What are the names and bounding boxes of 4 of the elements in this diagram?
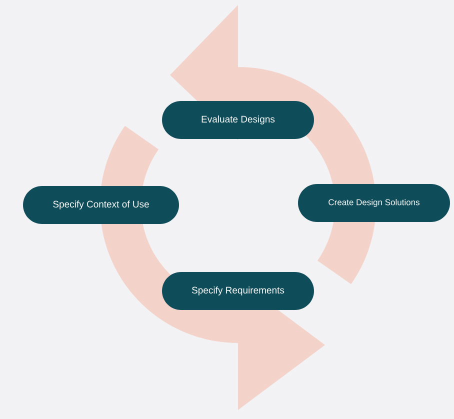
process-pill: Evaluate Designs	[162, 101, 314, 139]
process-pill: Specify Context of Use	[23, 186, 179, 224]
process-pill: Specify Requirements	[162, 272, 314, 310]
process-pill: Create Design Solutions	[298, 184, 450, 222]
